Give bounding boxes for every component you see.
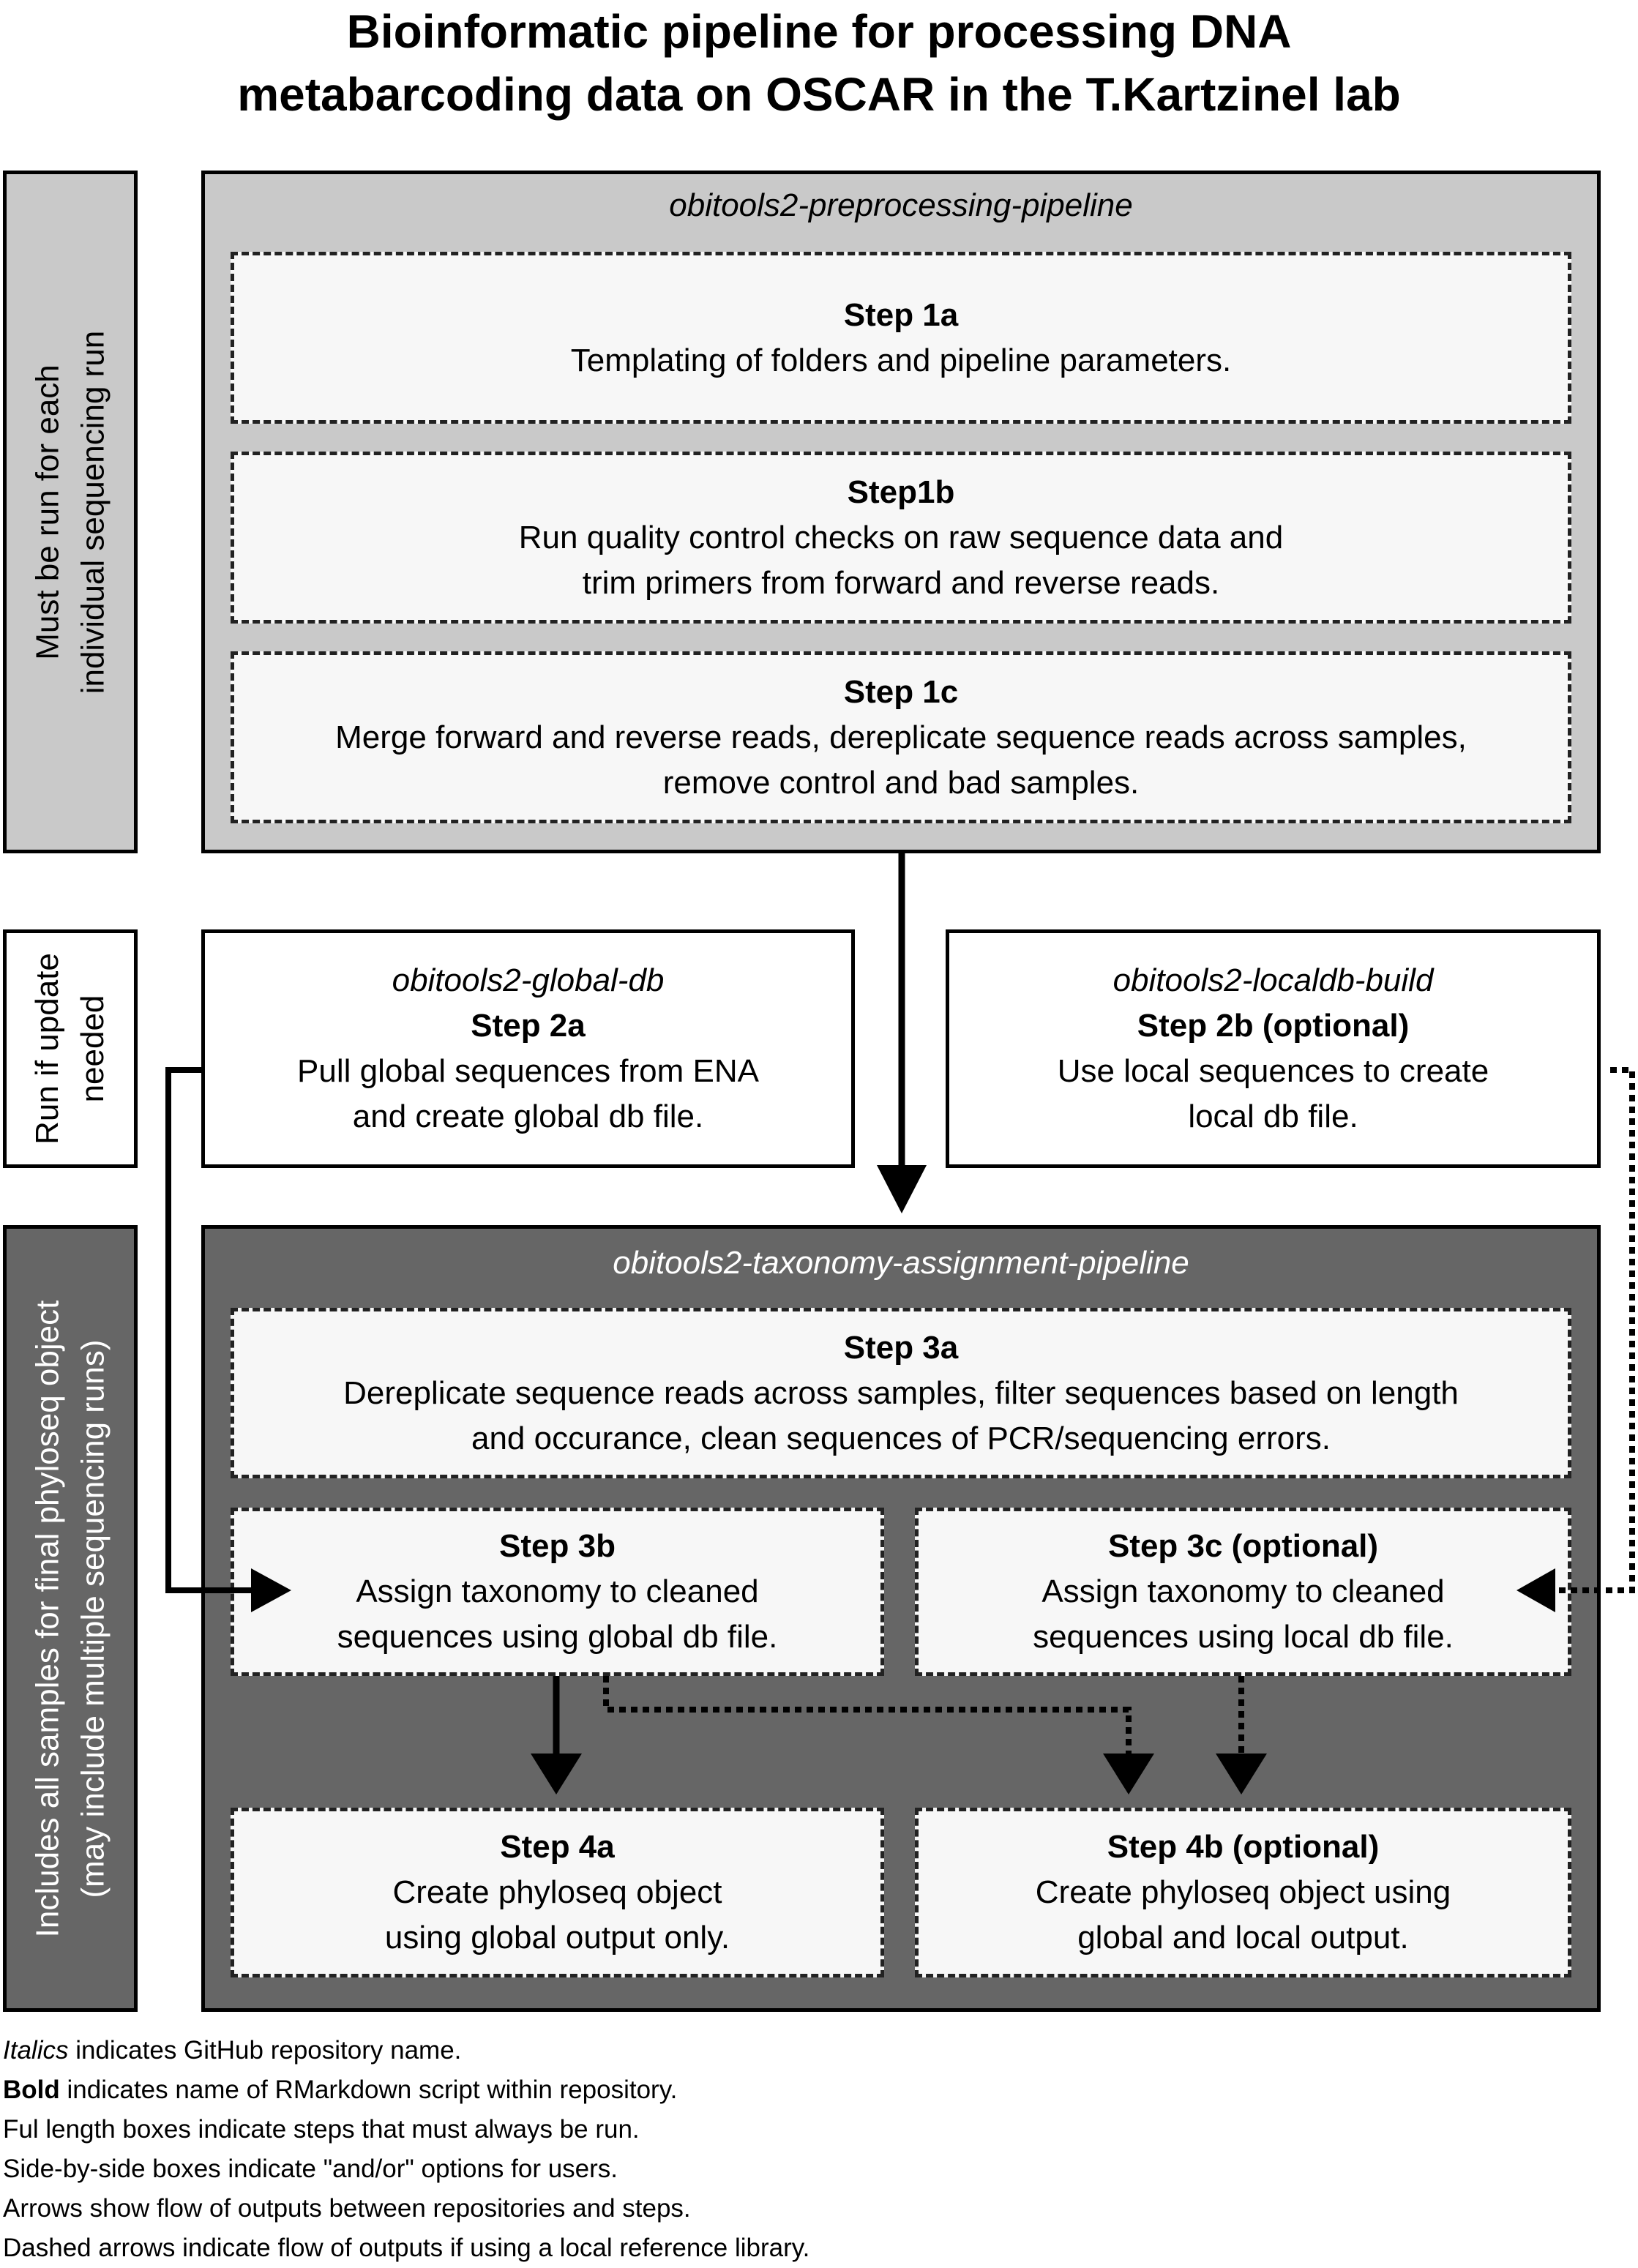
legend-line-2: Bold indicates name of RMarkdown script …	[3, 2070, 809, 2110]
taxonomy-repo-name: obitools2-taxonomy-assignment-pipeline	[613, 1245, 1189, 1281]
step-1b-box: Step1b Run quality control checks on raw…	[231, 452, 1571, 624]
legend-notes: Italics indicates GitHub repository name…	[3, 2031, 809, 2268]
step-4b-name: Step 4b (optional)	[1107, 1829, 1380, 1865]
step-3a-desc-line-1: Dereplicate sequence reads across sample…	[343, 1374, 1459, 1411]
step-3c-name: Step 3c (optional)	[1107, 1528, 1379, 1564]
arrow-head-3b-to-4a	[531, 1754, 582, 1794]
step-2a-name: Step 2a	[471, 1008, 586, 1044]
arrow-2a-to-3b	[165, 1067, 256, 1593]
preprocessing-repo-name: obitools2-preprocessing-pipeline	[669, 187, 1133, 223]
step-3a-desc-line-2: and occurance, clean sequences of PCR/se…	[471, 1420, 1331, 1456]
step-3b-box: Step 3b Assign taxonomy to cleaned seque…	[231, 1508, 884, 1676]
legend-line-1-text: indicates GitHub repository name.	[68, 2036, 462, 2065]
step-4b-box: Step 4b (optional) Create phyloseq objec…	[915, 1808, 1571, 1977]
step-1a-desc-line-1: Templating of folders and pipeline param…	[570, 342, 1232, 378]
arrow-head-2a-to-3b	[251, 1568, 291, 1612]
arrow-3b-to-4b	[603, 1676, 1132, 1756]
legend-line-6: Dashed arrows indicate flow of outputs i…	[3, 2234, 810, 2262]
arrow-2b-to-3c	[1555, 1067, 1635, 1593]
step-2b-desc-line-2: local db file.	[1188, 1099, 1358, 1134]
step-2b-name: Step 2b (optional)	[1137, 1008, 1410, 1044]
side-label-update: Run if update needed	[3, 929, 138, 1168]
arrow-head-1c-to-3a	[877, 1165, 927, 1213]
title-line-2: metabarcoding data on OSCAR in the T.Kar…	[237, 68, 1401, 121]
step-1b-desc-line-1: Run quality control checks on raw sequen…	[518, 519, 1284, 555]
step-4a-box: Step 4a Create phyloseq object using glo…	[231, 1808, 884, 1977]
step-2b-desc-line-1: Use local sequences to create	[1057, 1053, 1489, 1089]
global-db-repo-name: obitools2-global-db	[392, 962, 665, 998]
step-1c-desc-line-2: remove control and bad samples.	[662, 764, 1140, 801]
step-4a-name: Step 4a	[500, 1829, 615, 1865]
step-2a-desc-line-2: and create global db file.	[352, 1099, 704, 1134]
step-1a-name: Step 1a	[843, 296, 959, 333]
step-3c-box: Step 3c (optional) Assign taxonomy to cl…	[915, 1508, 1571, 1676]
step-4b-desc-line-2: global and local output.	[1077, 1920, 1409, 1956]
arrow-head-3b-to-4b	[1103, 1754, 1154, 1794]
step-4a-desc-line-2: using global output only.	[384, 1920, 730, 1956]
step-3b-desc-line-2: sequences using global db file.	[337, 1619, 778, 1655]
step-4a-desc-line-1: Create phyloseq object	[392, 1874, 722, 1910]
step-1c-box: Step 1c Merge forward and reverse reads,…	[231, 651, 1571, 823]
local-db-box: obitools2-localdb-build Step 2b (optiona…	[946, 929, 1601, 1168]
legend-italics-word: Italics	[3, 2036, 69, 2065]
step-1b-name: Step1b	[847, 474, 955, 510]
title-line-1: Bioinformatic pipeline for processing DN…	[346, 5, 1292, 58]
step-4b-desc-line-1: Create phyloseq object using	[1035, 1874, 1451, 1910]
legend-bold-word: Bold	[3, 2076, 60, 2104]
arrow-head-2b-to-3c	[1517, 1568, 1555, 1612]
page-title: Bioinformatic pipeline for processing DN…	[0, 0, 1638, 126]
arrow-head-3c-to-4b	[1216, 1754, 1267, 1794]
step-1b-desc-line-2: trim primers from forward and reverse re…	[582, 564, 1220, 601]
step-3c-desc-line-1: Assign taxonomy to cleaned	[1041, 1573, 1445, 1609]
legend-line-4: Side-by-side boxes indicate "and/or" opt…	[3, 2155, 618, 2183]
legend-line-2-text: indicates name of RMarkdown script withi…	[59, 2076, 678, 2104]
global-db-box: obitools2-global-db Step 2a Pull global …	[201, 929, 855, 1168]
legend-line-3: Ful length boxes indicate steps that mus…	[3, 2115, 640, 2144]
local-db-repo-name: obitools2-localdb-build	[1112, 962, 1434, 998]
step-3b-desc-line-1: Assign taxonomy to cleaned	[356, 1573, 759, 1609]
side-label-each-run: Must be run for each individual sequenci…	[3, 171, 138, 853]
step-3c-desc-line-2: sequences using local db file.	[1033, 1619, 1454, 1655]
step-1c-name: Step 1c	[843, 673, 959, 710]
step-1a-box: Step 1a Templating of folders and pipeli…	[231, 252, 1571, 424]
step-3a-name: Step 3a	[843, 1329, 959, 1366]
step-2a-desc-line-1: Pull global sequences from ENA	[297, 1053, 759, 1089]
side-label-all-samples: Includes all samples for final phyloseq …	[3, 1225, 138, 2012]
step-1c-desc-line-1: Merge forward and reverse reads, derepli…	[335, 719, 1467, 755]
step-3b-name: Step 3b	[499, 1528, 616, 1564]
legend-line-5: Arrows show flow of outputs between repo…	[3, 2194, 691, 2223]
step-3a-box: Step 3a Dereplicate sequence reads acros…	[231, 1308, 1571, 1478]
legend-line-1: Italics indicates GitHub repository name…	[3, 2031, 809, 2070]
